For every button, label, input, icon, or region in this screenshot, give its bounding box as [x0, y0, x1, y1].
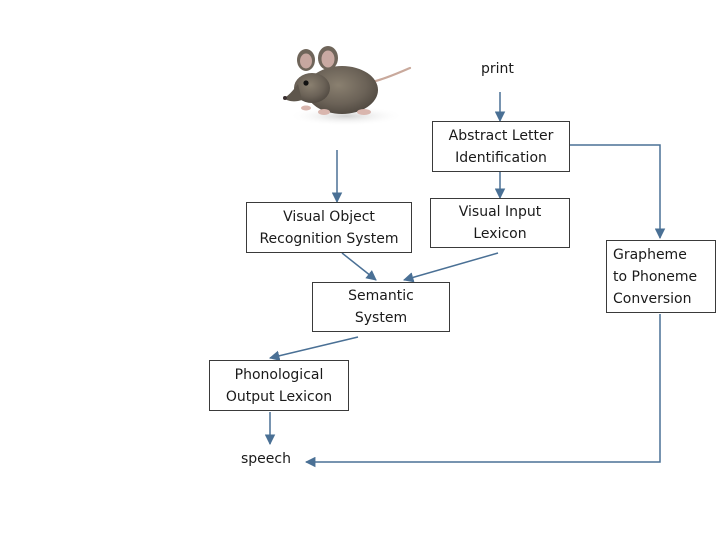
grapheme-to-phoneme-box: Grapheme to Phoneme Conversion — [606, 240, 716, 313]
visual-object-line2: Recognition System — [259, 230, 399, 247]
arrow-visual-input-to-semantic — [402, 252, 499, 283]
arrow-abstract-to-grapheme — [570, 144, 666, 240]
semantic-line2: System — [354, 310, 408, 326]
visual-object-line1: Visual Object — [283, 208, 375, 225]
grapheme-line1: Grapheme — [613, 246, 687, 263]
speech-label: speech — [241, 451, 291, 467]
abstract-letter-line2: Identification — [455, 149, 547, 166]
arrow-semantic-to-phonological — [268, 336, 359, 361]
print-label: print — [481, 61, 514, 77]
visual-input-line1: Visual Input — [458, 204, 542, 220]
phonological-line2: Output Lexicon — [225, 388, 333, 405]
mouse-photo-icon — [283, 46, 412, 126]
visual-input-line2: Lexicon — [473, 226, 527, 242]
visual-object-recognition-box: Visual Object Recognition System — [246, 202, 412, 253]
arrow-visual-object-to-semantic — [341, 252, 377, 281]
phonological-line1: Phonological — [234, 366, 324, 383]
abstract-letter-line1: Abstract Letter — [448, 127, 554, 144]
arrow-grapheme-to-speech — [304, 314, 661, 468]
abstract-letter-identification-box: Abstract Letter Identification — [432, 121, 570, 172]
grapheme-line3: Conversion — [613, 290, 692, 307]
semantic-line1: Semantic — [348, 288, 414, 304]
grapheme-line2: to Phoneme — [613, 268, 698, 285]
phonological-output-lexicon-box: Phonological Output Lexicon — [209, 360, 349, 411]
semantic-system-box: Semantic System — [312, 282, 450, 332]
visual-input-lexicon-box: Visual Input Lexicon — [430, 198, 570, 248]
